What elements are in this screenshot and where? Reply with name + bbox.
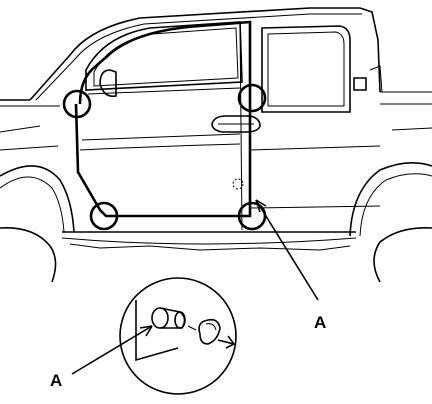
clip-circle-front-lower: [89, 201, 119, 231]
vehicle-body: [0, 7, 432, 283]
clip-circle-front-upper: [62, 89, 92, 119]
callout-label-lower: A: [50, 371, 62, 390]
clip-position-marker: [232, 178, 244, 190]
weatherstrip-path: [74, 20, 252, 218]
clip-circle-center-upper: [237, 83, 267, 113]
leader-line-upper: [255, 199, 319, 301]
front-door: [79, 21, 261, 231]
callout-label-upper: A: [314, 313, 326, 332]
detail-inset: [119, 277, 237, 395]
rear-door: [249, 25, 381, 209]
leader-line-lower: [71, 325, 153, 375]
